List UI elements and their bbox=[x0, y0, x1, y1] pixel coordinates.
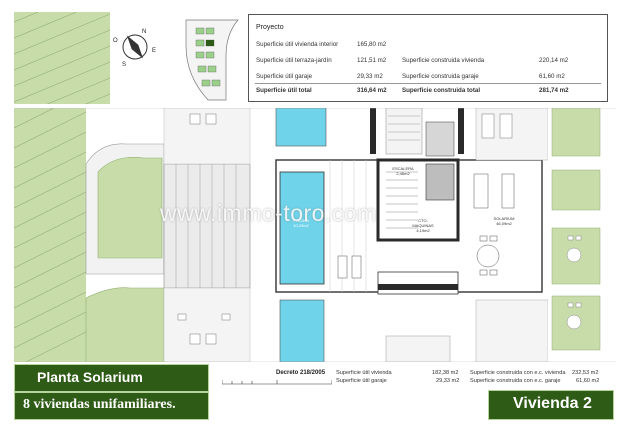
summary-row1-value2: 232,53 m2 bbox=[572, 370, 599, 376]
compass-e: E bbox=[152, 48, 156, 54]
row3-value2: 61,60 m2 bbox=[539, 73, 565, 80]
graphic-scale bbox=[222, 380, 332, 385]
project-area-table: Proyecto Superficie útil vivienda interi… bbox=[248, 14, 608, 102]
compass-o: O bbox=[113, 38, 118, 44]
unit-title: Vivienda 2 bbox=[513, 395, 592, 412]
solarium-floor-plan bbox=[14, 108, 616, 362]
row2-label: Superficie útil terraza-jardín bbox=[256, 57, 332, 64]
row4-value: 316,64 m2 bbox=[357, 87, 387, 94]
summary-row2-value2: 61,60 m2 bbox=[576, 378, 600, 384]
site-key-plan bbox=[185, 19, 239, 101]
total-divider bbox=[255, 83, 601, 84]
subtitle-box: 8 viviendas unifamiliares. bbox=[14, 392, 209, 420]
row1-label: Superficie útil vivienda interior bbox=[256, 41, 339, 48]
row4-label2: Superficie construida total bbox=[402, 87, 481, 94]
pool-label: PISCINA 10,29m2 bbox=[292, 218, 309, 228]
stair-label: ESCALERA 2,46m2 bbox=[392, 166, 414, 176]
compass-n: N bbox=[142, 29, 146, 35]
subtitle: 8 viviendas unifamiliares. bbox=[23, 397, 176, 412]
decree-label: Decreto 218/2005 bbox=[276, 370, 326, 376]
row3-value: 29,33 m2 bbox=[357, 73, 383, 80]
watermark: www.immo-toro.com bbox=[160, 200, 377, 226]
row2-value: 121,51 m2 bbox=[357, 57, 387, 64]
row2-label2: Superficie construida vivienda bbox=[402, 57, 485, 64]
summary-row2-label2: Superficie construida con e.c. garaje bbox=[470, 378, 561, 384]
north-arrow-icon: N E S O bbox=[113, 29, 156, 68]
summary-row1-label2: Superficie construida con e.c. vivienda bbox=[470, 370, 566, 376]
summary-row1-label: Superficie útil vivienda bbox=[336, 370, 392, 376]
plan-title: Planta Solarium bbox=[37, 369, 143, 385]
solarium-label: SOLARIUM 46,09m2 bbox=[493, 216, 515, 226]
machine-room-label: CTO. MAQUINAS 4,19m2 bbox=[412, 218, 434, 233]
row4-value2: 281,74 m2 bbox=[539, 87, 569, 94]
unit-box: Vivienda 2 bbox=[488, 390, 614, 420]
row3-label2: Superficie construida garaje bbox=[402, 73, 479, 80]
row1-value: 165,80 m2 bbox=[357, 41, 387, 48]
summary-row1-value: 182,38 m2 bbox=[432, 370, 459, 376]
summary-row2-value: 29,33 m2 bbox=[436, 378, 460, 384]
project-title: Proyecto bbox=[256, 24, 284, 31]
compass-s: S bbox=[122, 62, 126, 68]
row3-label: Superficie útil garaje bbox=[256, 73, 313, 80]
plan-title-box: Planta Solarium bbox=[14, 364, 209, 392]
summary-row2-label: Superficie útil garaje bbox=[336, 378, 387, 384]
row2-value2: 220,14 m2 bbox=[539, 57, 569, 64]
row4-label: Superficie útil total bbox=[256, 87, 312, 94]
